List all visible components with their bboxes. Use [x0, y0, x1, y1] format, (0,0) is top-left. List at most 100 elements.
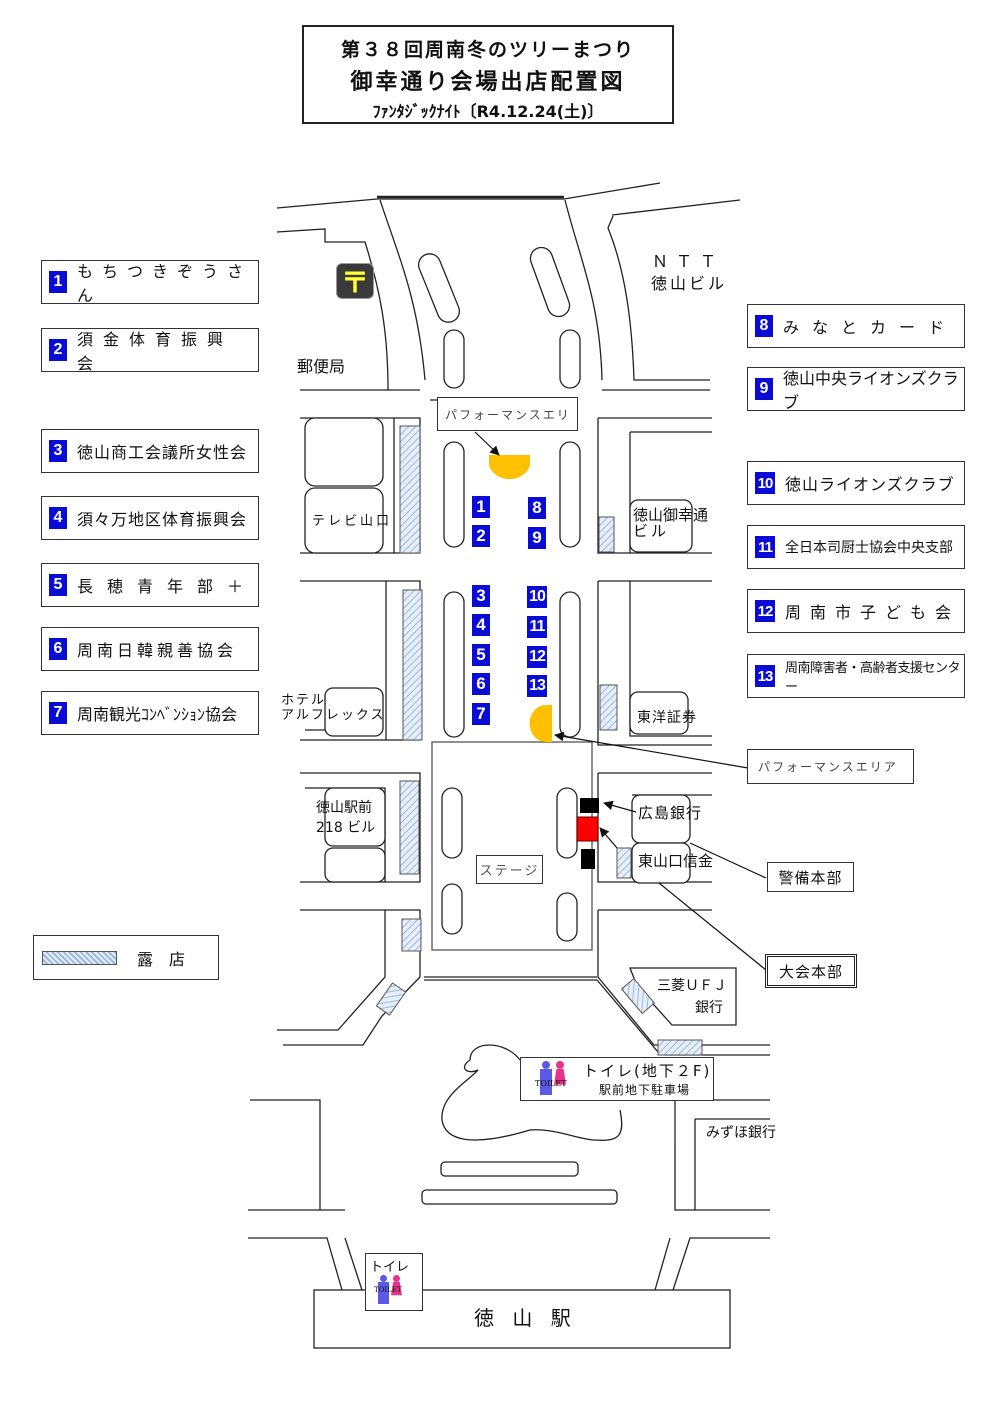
security-tent-top [580, 798, 599, 813]
toilet-station: トイレ TOILET [365, 1253, 423, 1311]
performance-area-top [489, 455, 530, 480]
vendor-name: 周南市子ども会 [785, 603, 961, 622]
map-vendor-badge-1: 1 [472, 496, 490, 518]
callout-event-hq: 大会本部 [765, 954, 857, 988]
event-date: ﾌｧﾝﾀｼﾞｯｸﾅｲﾄ〔R4.12.24(土)〕 [372, 102, 604, 121]
map-vendor-badge-10: 10 [527, 586, 547, 608]
vendor-number-badge: 4 [49, 507, 67, 529]
post-office-icon: 〒 [336, 263, 374, 299]
label-mizuho-bank: みずほ銀行 [706, 1125, 776, 1141]
vendor-number-badge: 6 [49, 638, 67, 660]
vendor-name: 周南観光ｺﾝﾍﾞﾝｼｮﾝ協会 [77, 705, 238, 724]
label-hotel-1: ホテル [281, 693, 327, 708]
vendor-number-badge: 5 [49, 574, 67, 596]
vendor-number-badge: 10 [755, 472, 775, 494]
vendor-name: 須々万地区体育振興会 [77, 510, 248, 529]
security-tent-bottom [581, 849, 595, 869]
label-tokuyama-station: 徳 山 駅 [474, 1306, 577, 1330]
title-box: 第３８回周南冬のツリーまつり 御幸通り会場出店配置図 ﾌｧﾝﾀｼﾞｯｸﾅｲﾄ〔R… [302, 25, 674, 124]
vendor-legend-item-9: 9 徳山中央ライオンズクラブ [747, 367, 965, 412]
leader-lines [474, 431, 767, 971]
vendor-legend-item-10: 10 徳山ライオンズクラブ [747, 461, 965, 505]
vendor-legend-item-8: 8 みなとカード [747, 304, 965, 348]
vendor-number-badge: 2 [49, 339, 67, 361]
toilet-station-label: トイレ [370, 1260, 410, 1275]
stage-label: ステージ [476, 855, 543, 884]
label-ntt-2: 徳山ビル [651, 274, 728, 293]
toilet-icon: TOILET [521, 1059, 577, 1099]
map-vendor-badge-6: 6 [472, 673, 490, 695]
map-vendor-badge-5: 5 [472, 644, 490, 666]
vendor-legend-item-3: 3 徳山商工会議所女性会 [41, 429, 259, 473]
label-hotel-2: アルフレックス [281, 708, 386, 723]
vendor-number-badge: 9 [755, 378, 773, 400]
label-ntt-1: ＮＴＴ [652, 252, 725, 271]
vendor-legend-item-2: 2 須金体育振興会 [41, 328, 259, 373]
vendor-legend-item-1: 1 もちつきぞうさん [41, 260, 259, 305]
map-vendor-badge-12: 12 [527, 646, 547, 668]
map-vendor-badge-11: 11 [527, 616, 547, 638]
callout-performance-top: パフォーマンスエリ [437, 397, 578, 431]
vendor-name: 徳山商工会議所女性会 [77, 443, 248, 462]
vendor-legend-item-6: 6 周南日韓親善協会 [41, 627, 259, 671]
map-vendor-badge-2: 2 [472, 525, 490, 547]
stall-legend: 露 店 [33, 935, 219, 980]
map-vendor-badge-7: 7 [472, 703, 490, 725]
label-ekimae-1: 徳山駅前 [316, 800, 372, 816]
vendor-number-badge: 1 [49, 271, 67, 293]
label-toyo-securities: 東洋証券 [637, 710, 697, 726]
event-title: 第３８回周南冬のツリーまつり [340, 39, 635, 61]
label-tv-yamaguchi: テレビ山口 [312, 514, 393, 529]
vendor-legend-item-4: 4 須々万地区体育振興会 [41, 496, 259, 540]
toilet-underground-subtitle: 駅前地下駐車場 [599, 1083, 691, 1097]
vendor-legend-item-12: 12 周南市子ども会 [747, 589, 965, 633]
vendor-number-badge: 8 [755, 315, 773, 337]
performance-area-bottom [529, 705, 552, 742]
map-vendor-badge-4: 4 [472, 614, 490, 636]
vendor-legend-item-7: 7 周南観光ｺﾝﾍﾞﾝｼｮﾝ協会 [41, 691, 259, 735]
vendor-number-badge: 11 [755, 536, 775, 558]
vendor-name: 全日本司厨士協会中央支部 [785, 540, 953, 556]
road-lines [248, 182, 770, 1349]
stall-areas [375, 425, 703, 1056]
vendor-number-badge: 7 [49, 702, 67, 724]
callout-security-hq: 警備本部 [767, 862, 854, 892]
map-vendor-badge-13: 13 [527, 675, 547, 697]
vendor-name: 周南障害者・高齢者支援センター [785, 661, 961, 695]
vendor-name: 徳山ライオンズクラブ [785, 475, 955, 494]
map-vendor-badge-3: 3 [472, 585, 490, 607]
vendor-number-badge: 3 [49, 440, 67, 462]
vendor-name: 長穂青年部＋ [77, 577, 258, 596]
buildings [304, 417, 693, 884]
label-miyuki-bldg-1: 徳山御幸通 [633, 506, 709, 524]
stall-hatch-swatch [42, 950, 117, 965]
vendor-number-badge: 12 [755, 600, 775, 622]
vendor-name: 周南日韓親善協会 [77, 641, 238, 660]
label-hiroshima-bank: 広島銀行 [638, 804, 703, 822]
vendor-name: 徳山中央ライオンズクラブ [783, 369, 959, 412]
vendor-number-badge: 13 [755, 665, 775, 687]
vendor-name: 須金体育振興会 [77, 330, 234, 373]
toilet-underground: TOILET トイレ(地下２F) 駅前地下駐車場 [520, 1057, 714, 1101]
median-islands [417, 246, 581, 942]
label-ekimae-2: 218 ビル [316, 820, 376, 836]
label-mufg-1: 三菱ＵＦＪ [657, 978, 727, 994]
vendor-legend-item-5: 5 長穂青年部＋ [41, 563, 259, 607]
vendor-name: みなとカード [783, 318, 958, 337]
map-vendor-badge-8: 8 [528, 497, 546, 519]
vendor-legend-item-11: 11 全日本司厨士協会中央支部 [747, 525, 965, 569]
vendor-name: もちつきぞうさん [77, 262, 253, 305]
label-higashi-shinkin: 東山口信金 [638, 852, 714, 870]
label-mufg-2: 銀行 [695, 1000, 723, 1016]
toilet-underground-title: トイレ(地下２F) [583, 1062, 712, 1080]
event-hq-tent [576, 816, 599, 842]
map-vendor-badge-9: 9 [528, 527, 546, 549]
stall-legend-label: 露 店 [137, 949, 186, 969]
callout-performance-right: パフォーマンスエリア [747, 749, 914, 784]
label-post-office: 郵便局 [297, 357, 346, 376]
label-miyuki-bldg-2: ビル [633, 522, 670, 540]
map-title: 御幸通り会場出店配置図 [350, 70, 626, 95]
vendor-legend-item-13: 13 周南障害者・高齢者支援センター [747, 654, 965, 698]
toilet-icon: TOILET [366, 1275, 416, 1307]
